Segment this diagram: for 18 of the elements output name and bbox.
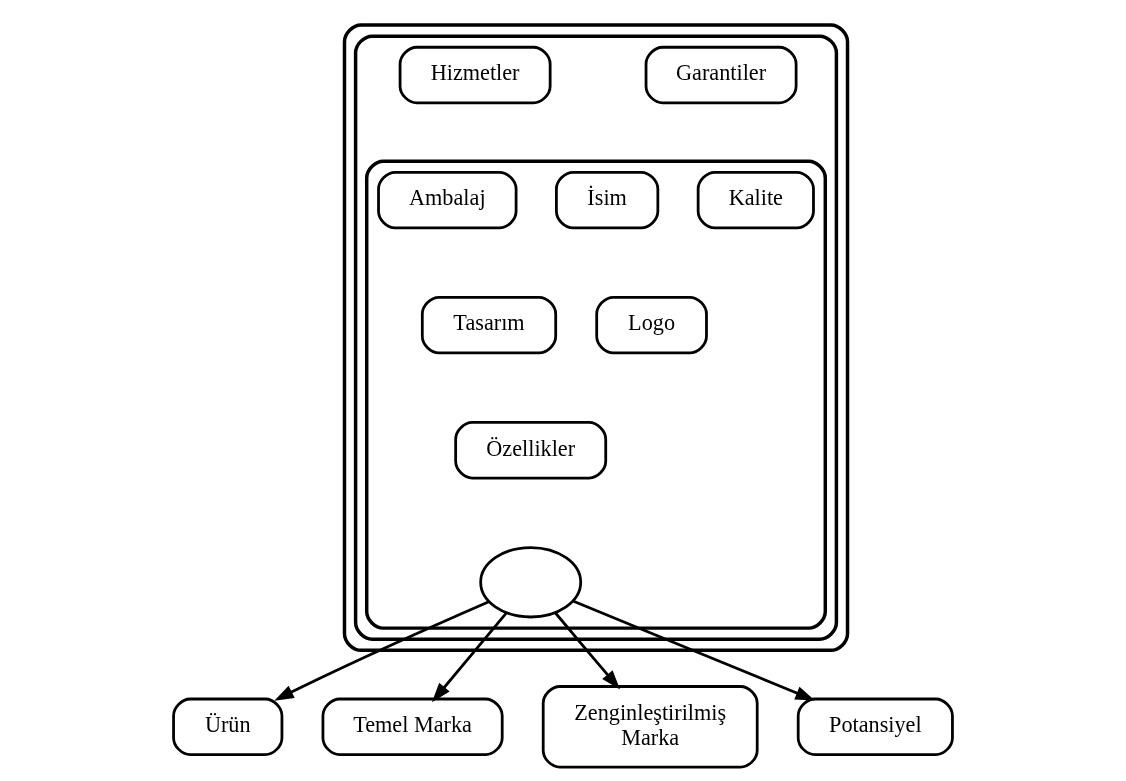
node-box: Kalite [696, 170, 815, 230]
node-box: Logo [595, 296, 708, 355]
node-box: Zenginleştirilmiş Marka [541, 685, 759, 769]
node-box: Potansiyel [796, 697, 954, 756]
node-box: Hizmetler [398, 45, 552, 105]
node-box: Ambalaj [377, 170, 518, 230]
arrow [554, 612, 621, 690]
arrow [572, 599, 815, 701]
node-box: Ürün [172, 697, 284, 756]
cluster [365, 159, 828, 630]
node-box: Tasarım [420, 296, 558, 355]
arrow [431, 612, 508, 703]
node-box: İsim [555, 170, 660, 230]
node-box: Özellikler [454, 421, 608, 480]
node-ellipse [479, 546, 583, 619]
node-box: Garantiler [644, 45, 798, 105]
arrow [274, 600, 490, 701]
node-box: Temel Marka [321, 697, 504, 756]
